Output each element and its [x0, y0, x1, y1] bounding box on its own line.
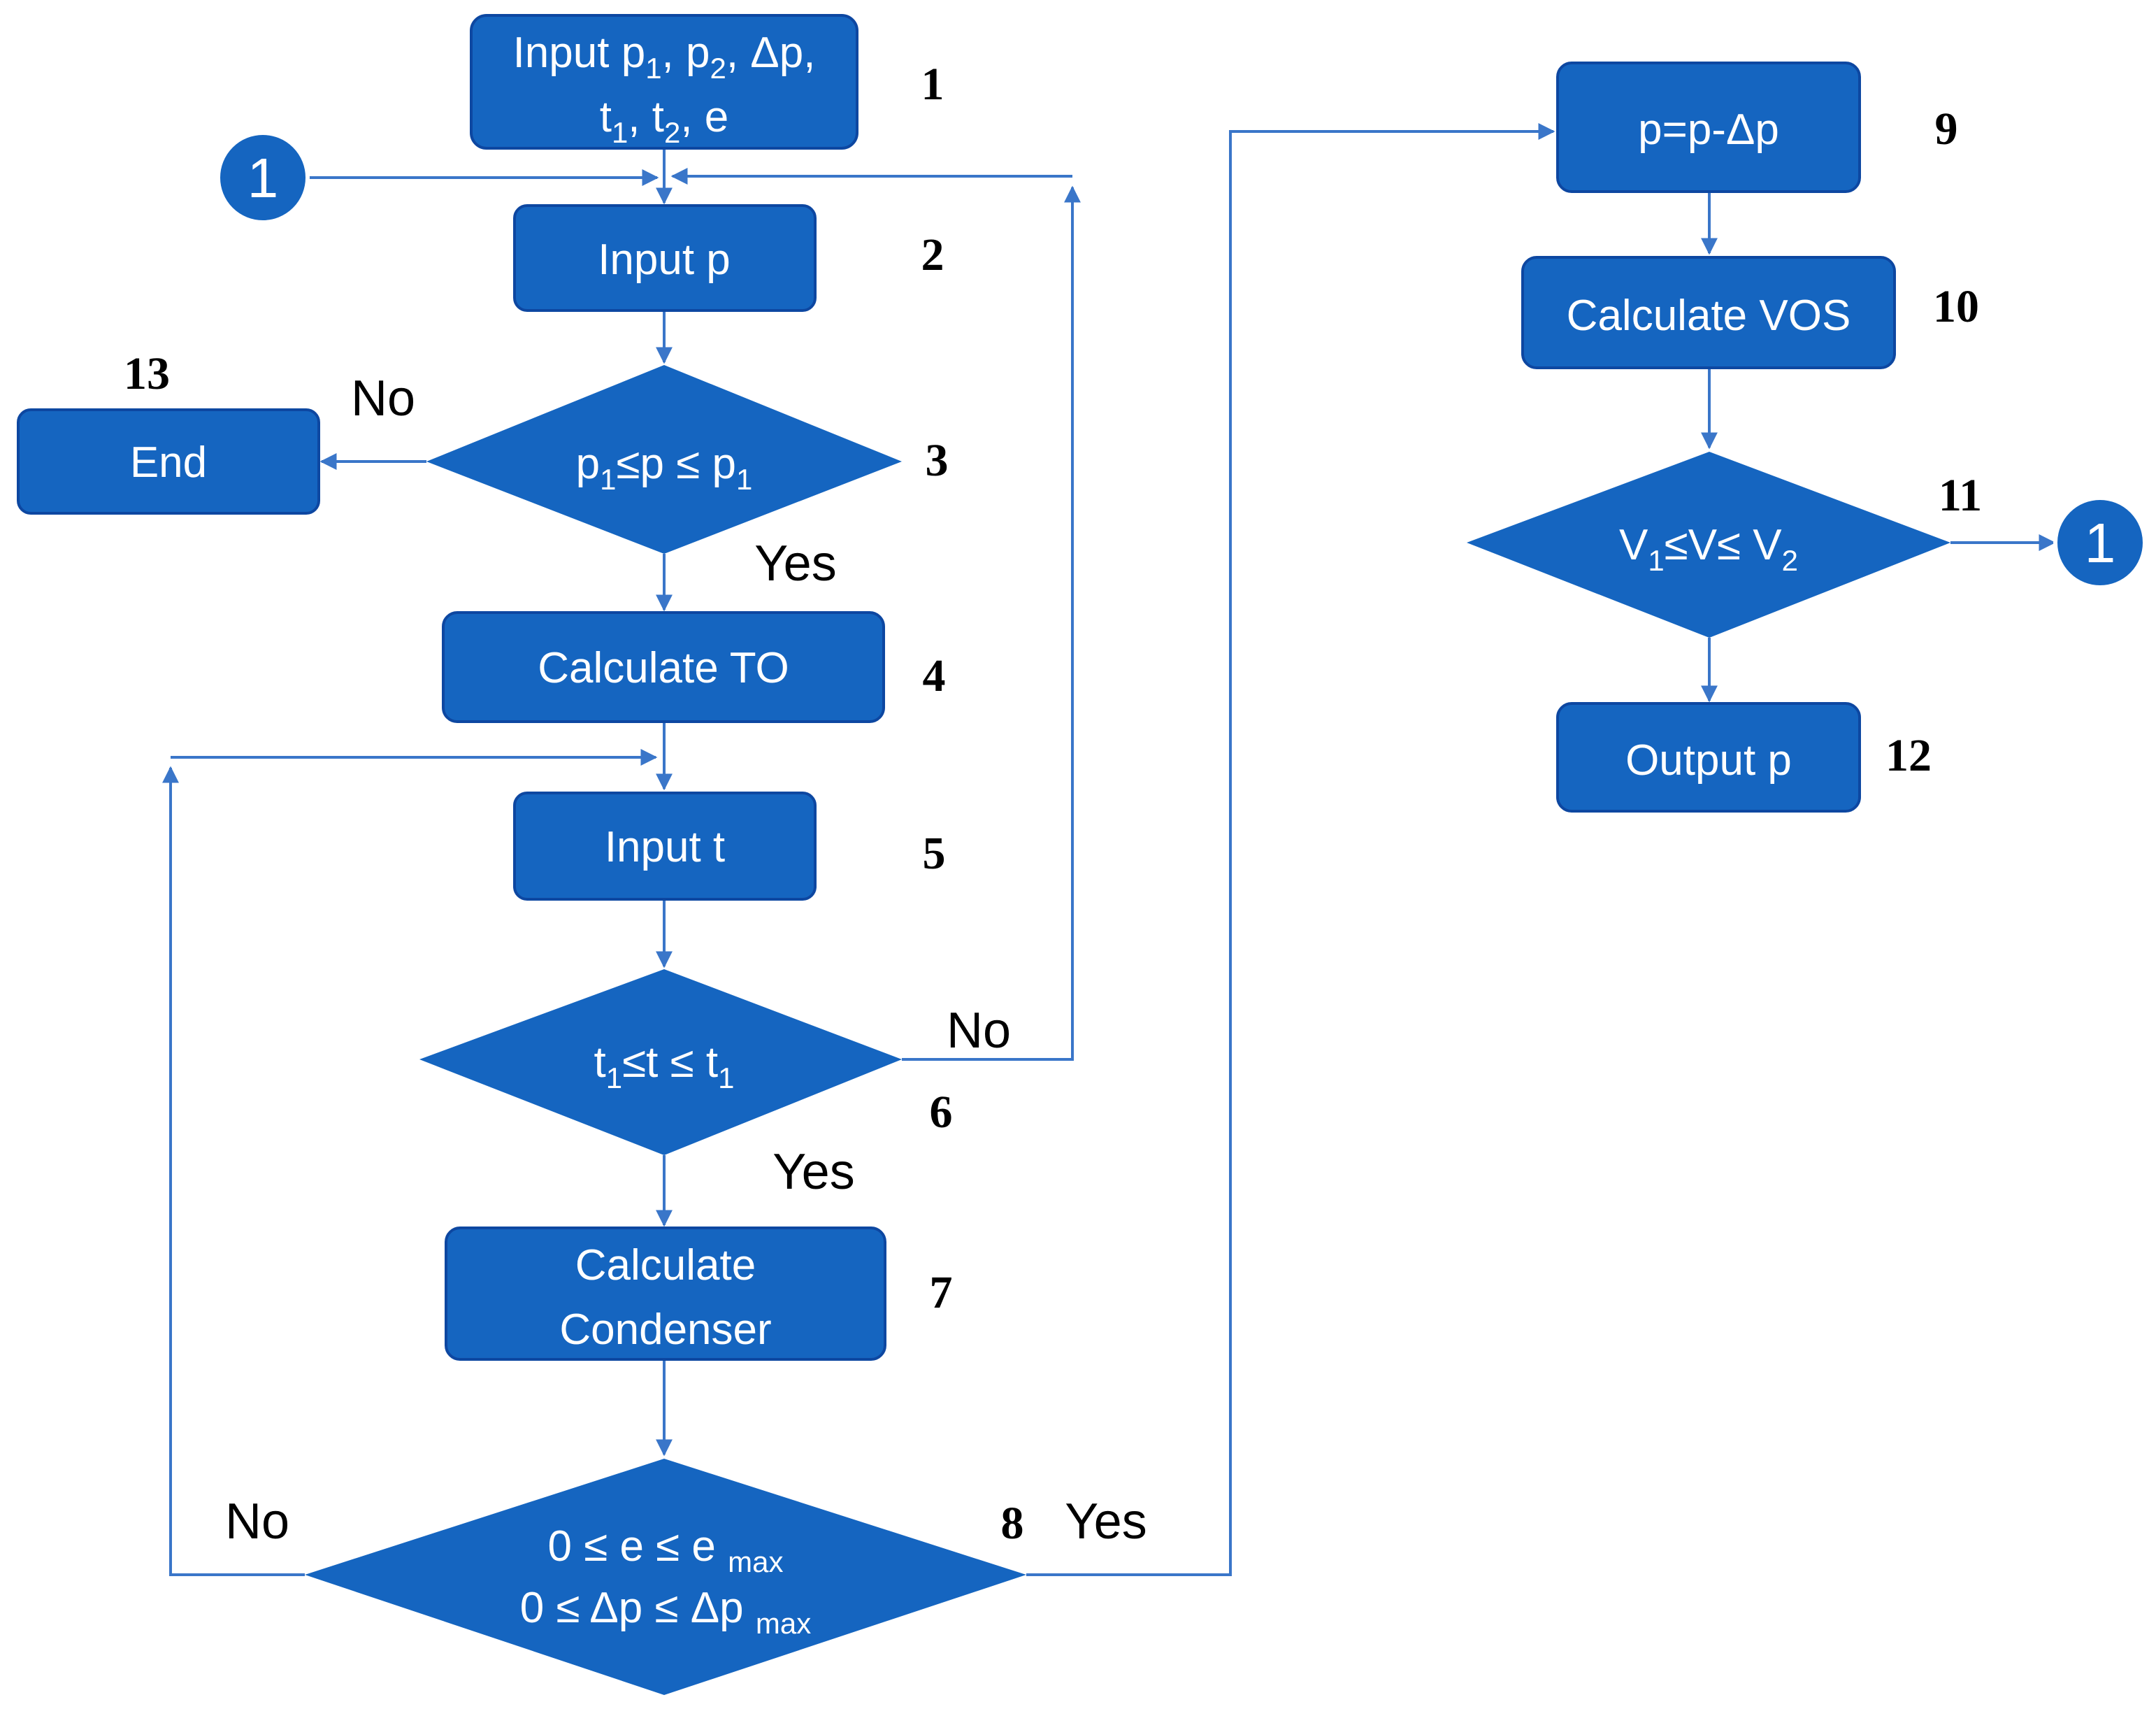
- connector-left: 1: [216, 131, 310, 224]
- step-number-13: 13: [124, 348, 170, 399]
- node-9-label: p=p-Δp: [1638, 106, 1779, 154]
- node-6-decision-t: t1≤t ≤ t1: [419, 969, 902, 1155]
- node-2-input-p: Input p: [513, 204, 817, 312]
- step-number-10: 10: [1933, 281, 1979, 332]
- node-5-label: Input t: [605, 823, 725, 871]
- node-8-decision-e: 0 ≤ e ≤ e max 0 ≤ Δp ≤ Δp max: [305, 1459, 1026, 1695]
- step-number-2: 2: [921, 229, 944, 280]
- step-number-5: 5: [923, 828, 946, 879]
- node-5-input-t: Input t: [513, 792, 817, 901]
- edges: [162, 123, 2056, 1576]
- edge-label-6-yes: Yes: [772, 1144, 854, 1200]
- node-8-line2: 0 ≤ Δp ≤ Δp max: [520, 1584, 811, 1640]
- edge-label-6-no: No: [947, 1003, 1011, 1059]
- step-number-11: 11: [1939, 470, 1982, 521]
- node-9-decrement-p: p=p-Δp: [1556, 62, 1861, 193]
- node-1-line1: Input p1, p2, Δp,: [513, 29, 816, 85]
- node-8-line1: 0 ≤ e ≤ e max: [548, 1522, 784, 1578]
- node-13-label: End: [130, 438, 207, 487]
- step-number-9: 9: [1935, 103, 1958, 155]
- step-number-7: 7: [930, 1267, 953, 1318]
- step-number-12: 12: [1885, 730, 1932, 781]
- step-number-8: 8: [1001, 1498, 1024, 1549]
- node-1-line2: t1, t2, e: [600, 93, 729, 149]
- node-6-label: t1≤t ≤ t1: [594, 1038, 735, 1094]
- connector-left-label: 1: [247, 147, 279, 209]
- step-number-3: 3: [926, 435, 949, 486]
- edge-6-no-loop: [902, 185, 1081, 1061]
- node-11-decision-v: V1≤V≤ V2: [1467, 452, 1950, 638]
- node-11-label: V1≤V≤ V2: [1619, 521, 1798, 577]
- edge-label-3-yes: Yes: [754, 536, 836, 592]
- node-10-label: Calculate VOS: [1567, 292, 1851, 340]
- node-3-label: p1≤p ≤ p1: [576, 440, 753, 496]
- step-number-1: 1: [921, 59, 944, 110]
- connector-right-label: 1: [2085, 512, 2116, 574]
- edge-8-yes-to-9: [1026, 123, 1555, 1576]
- node-1-inputs: Input p1, p2, Δp, t1, t2, e: [470, 14, 858, 150]
- node-12-label: Output p: [1625, 736, 1792, 785]
- edge-8-no-loop: [162, 766, 305, 1576]
- node-4-calculate-to: Calculate TO: [442, 611, 885, 723]
- step-number-6: 6: [930, 1087, 953, 1138]
- node-10-calculate-vos: Calculate VOS: [1521, 256, 1896, 369]
- edge-label-8-no: No: [225, 1494, 289, 1550]
- node-7-line2: Condenser: [559, 1306, 771, 1354]
- node-3-decision-p: p1≤p ≤ p1: [426, 365, 902, 554]
- node-7-calculate-condenser: Calculate Condenser: [445, 1227, 886, 1361]
- node-2-label: Input p: [598, 236, 731, 284]
- edge-label-3-no: No: [351, 371, 415, 427]
- node-4-label: Calculate TO: [538, 644, 789, 692]
- node-13-end: End: [17, 408, 320, 515]
- step-number-4: 4: [923, 650, 946, 701]
- node-12-output-p: Output p: [1556, 702, 1861, 813]
- edge-label-8-yes: Yes: [1065, 1494, 1147, 1550]
- node-7-line1: Calculate: [575, 1241, 756, 1289]
- connector-right: 1: [2053, 496, 2147, 589]
